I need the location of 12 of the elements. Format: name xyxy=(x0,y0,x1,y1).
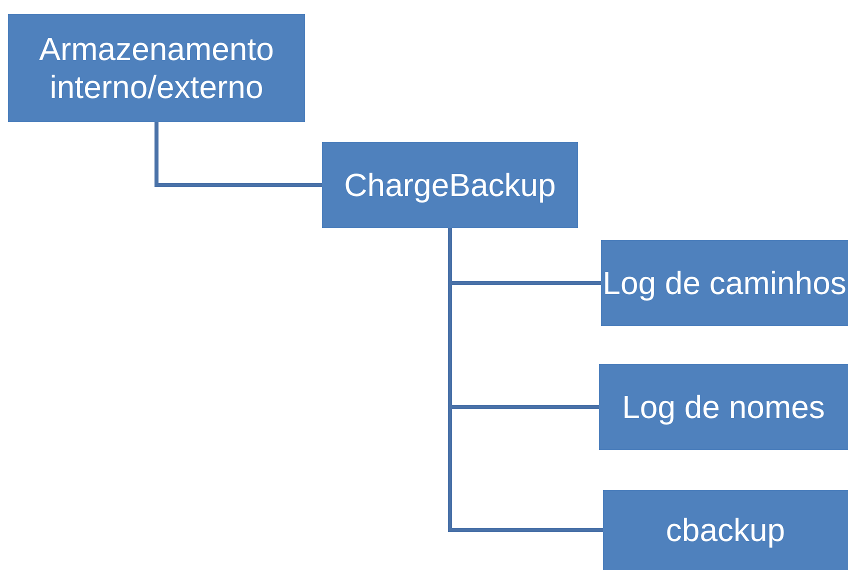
node-label: Log de caminhos xyxy=(602,264,846,302)
node-box xyxy=(601,240,848,326)
node-label: cbackup xyxy=(666,510,786,550)
node-box xyxy=(603,490,848,570)
node-label: Armazenamento interno/externo xyxy=(38,30,275,106)
node-box xyxy=(599,364,848,450)
node-label: ChargeBackup xyxy=(344,166,556,204)
node-box xyxy=(8,14,305,122)
node-label: Log de nomes xyxy=(622,388,825,426)
connector-line xyxy=(154,122,322,187)
node-box xyxy=(322,142,578,228)
connector-line xyxy=(448,228,603,532)
